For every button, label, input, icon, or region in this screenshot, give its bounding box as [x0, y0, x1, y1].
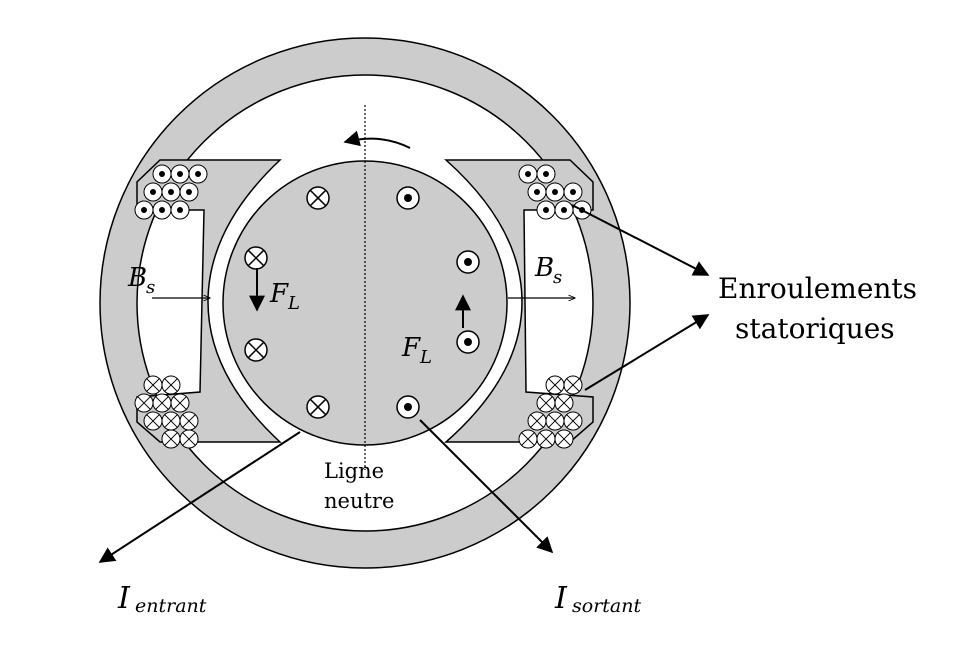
pointer-stator-upper — [571, 204, 710, 276]
force-right-symbol: F — [401, 333, 421, 363]
neutral-line-label-line2: neutre — [324, 489, 394, 513]
stator-conductor-cross — [152, 393, 172, 413]
stator-conductor-cross — [161, 429, 181, 449]
stator-conductor-cross — [161, 411, 181, 431]
pointer-current-out — [419, 419, 554, 554]
field-right-symbol: B — [534, 253, 554, 283]
force-right-subscript: L — [419, 347, 432, 368]
rotor-conductor-cross — [306, 186, 330, 210]
stator-conductor-cross — [527, 411, 547, 431]
pointer-stator-lower — [584, 314, 710, 391]
rotor-conductors-entering — [244, 186, 330, 419]
stator-conductor-cross — [536, 393, 556, 413]
stator-winding-lower-right — [518, 375, 583, 449]
current-out-subscript: sortant — [572, 595, 641, 617]
force-left-symbol: F — [269, 279, 289, 309]
stator-conductor-cross — [545, 411, 565, 431]
stator-conductor-cross — [554, 429, 574, 449]
stator-winding-upper-right — [518, 164, 592, 220]
pointer-current-in — [98, 431, 301, 563]
field-left-subscript: s — [146, 277, 155, 298]
rotor-conductor-cross — [306, 395, 330, 419]
rotor-conductor-cross — [244, 338, 268, 362]
field-left-symbol: B — [127, 263, 147, 293]
stator-winding-lower-left — [134, 375, 199, 449]
stator-conductor-cross — [536, 429, 556, 449]
stator-windings-label-line1: Enroulements — [718, 272, 917, 305]
stator-conductor-cross — [563, 411, 583, 431]
current-in-symbol: I — [117, 581, 131, 616]
stator-conductor-cross — [161, 375, 181, 395]
neutral-line-label-line1: Ligne — [324, 459, 384, 483]
stator-conductor-cross — [143, 411, 163, 431]
force-left-subscript: L — [287, 293, 300, 314]
stator-conductor-cross — [179, 429, 199, 449]
rotation-arrow — [343, 130, 411, 149]
stator-conductor-cross — [518, 429, 538, 449]
stator-conductor-cross — [563, 375, 583, 395]
rotor-conductor-cross — [244, 246, 268, 270]
current-in-subscript: entrant — [135, 595, 207, 617]
field-right-subscript: s — [553, 267, 562, 288]
stator-conductor-cross — [554, 393, 574, 413]
stator-winding-upper-left — [134, 164, 208, 220]
stator-conductor-cross — [134, 393, 154, 413]
stator-conductor-cross — [170, 393, 190, 413]
stator-conductor-cross — [143, 375, 163, 395]
stator-windings-label-line2: statoriques — [735, 312, 895, 345]
current-out-symbol: I — [554, 581, 568, 616]
stator-conductor-cross — [179, 411, 199, 431]
stator-conductor-cross — [545, 375, 565, 395]
rotor-conductors-leaving — [396, 186, 480, 419]
